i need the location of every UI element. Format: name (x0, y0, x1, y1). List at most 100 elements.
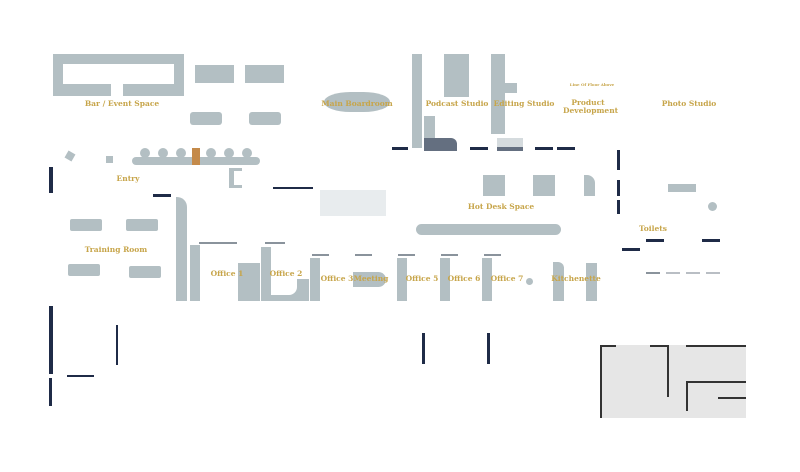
editing-desk (505, 83, 517, 93)
room-label-office-6[interactable]: Office 6 (447, 274, 481, 283)
minimap-wall (600, 345, 602, 418)
wall (355, 254, 372, 256)
minimap-wall (600, 345, 616, 347)
table (68, 264, 100, 276)
wall (557, 147, 575, 150)
wall (265, 242, 285, 244)
wall (686, 272, 700, 274)
wall (422, 333, 425, 364)
stool (140, 148, 150, 158)
wall (617, 150, 620, 170)
wall (535, 147, 553, 150)
room-label-kitchenette[interactable]: Kitchenette (551, 274, 601, 283)
room-label-main-boardroom[interactable]: Main Boardroom (321, 99, 393, 108)
desk-pod (584, 175, 595, 196)
desk (482, 258, 492, 301)
room-label-bar-event-space[interactable]: Bar / Event Space (84, 99, 160, 108)
minimap-wall (650, 345, 668, 347)
table (70, 219, 102, 231)
desk-cutout (271, 279, 297, 295)
room-label-editing-studio[interactable]: Editing Studio (493, 99, 555, 108)
annotation-floor-above: Line Of Floor Above (569, 82, 615, 87)
boardroom-table (324, 92, 390, 112)
highlight-marker[interactable] (192, 148, 200, 165)
wall (49, 378, 52, 406)
plant (526, 278, 533, 285)
minimap-wall (718, 397, 746, 399)
stool (224, 148, 234, 158)
stool (206, 148, 216, 158)
wall (666, 272, 680, 274)
bench (497, 147, 523, 151)
wall (441, 254, 458, 256)
wall (67, 375, 94, 377)
counter (553, 262, 564, 301)
wall (470, 147, 488, 150)
table (129, 266, 161, 278)
stool (176, 148, 186, 158)
stool (242, 148, 252, 158)
wall (116, 325, 118, 365)
plant (106, 156, 113, 163)
room-label-office-2[interactable]: Office 2 (269, 269, 303, 278)
stool (158, 148, 168, 158)
room-label-photo-studio[interactable]: Photo Studio (661, 99, 717, 108)
wall (312, 254, 329, 256)
room-label-hot-desk-space[interactable]: Hot Desk Space (467, 202, 535, 211)
desk (190, 245, 200, 301)
desk-pod (483, 175, 505, 196)
partition-gap (234, 171, 242, 185)
minimap-wall (667, 345, 669, 397)
room-label-office-7[interactable]: Office 7 (490, 274, 524, 283)
wall (153, 194, 171, 197)
desk (261, 247, 271, 301)
plant (64, 150, 76, 162)
room-label-toilets[interactable]: Toilets (639, 224, 667, 233)
plant (708, 202, 717, 211)
wall (487, 333, 490, 364)
studio-wall (412, 54, 422, 148)
table (126, 219, 158, 231)
room-label-meeting[interactable]: Meeting (353, 274, 389, 283)
wall (484, 254, 501, 256)
minimap-wall (686, 381, 746, 383)
wall (49, 167, 53, 193)
bar-inner (63, 64, 174, 84)
wall (273, 187, 313, 189)
minimap-wall (686, 381, 688, 411)
meeting-table (353, 272, 386, 287)
bench (497, 138, 523, 147)
table (195, 65, 234, 83)
room-label-office-5[interactable]: Office 5 (405, 274, 439, 283)
room-label-training-room[interactable]: Training Room (84, 245, 148, 254)
desk (238, 263, 260, 301)
floor-grille (320, 190, 386, 216)
wall (49, 306, 53, 374)
desk-pod (533, 175, 555, 196)
table (190, 112, 222, 125)
wall (617, 200, 620, 214)
hot-desk-bench (416, 224, 561, 235)
cabinet (424, 116, 435, 138)
wall (392, 147, 408, 150)
wall (398, 254, 415, 256)
room-label-entry[interactable]: Entry (116, 174, 140, 183)
table (249, 112, 281, 125)
wall (622, 248, 640, 251)
room-label-podcast-studio[interactable]: Podcast Studio (425, 99, 489, 108)
counter (586, 263, 597, 301)
wall (646, 239, 664, 242)
room-label-product-development[interactable]: Product Development (563, 98, 619, 115)
wall (702, 239, 720, 242)
room-label-office-3[interactable]: Office 3 (320, 274, 354, 283)
podcast-desk (444, 54, 469, 97)
wall (646, 272, 660, 274)
minimap-wall (686, 345, 746, 347)
desk (310, 258, 320, 301)
minimap[interactable] (600, 345, 746, 418)
bench (668, 184, 696, 192)
room-label-office-1[interactable]: Office 1 (210, 269, 244, 278)
bar-gap (111, 84, 123, 96)
table (245, 65, 284, 83)
